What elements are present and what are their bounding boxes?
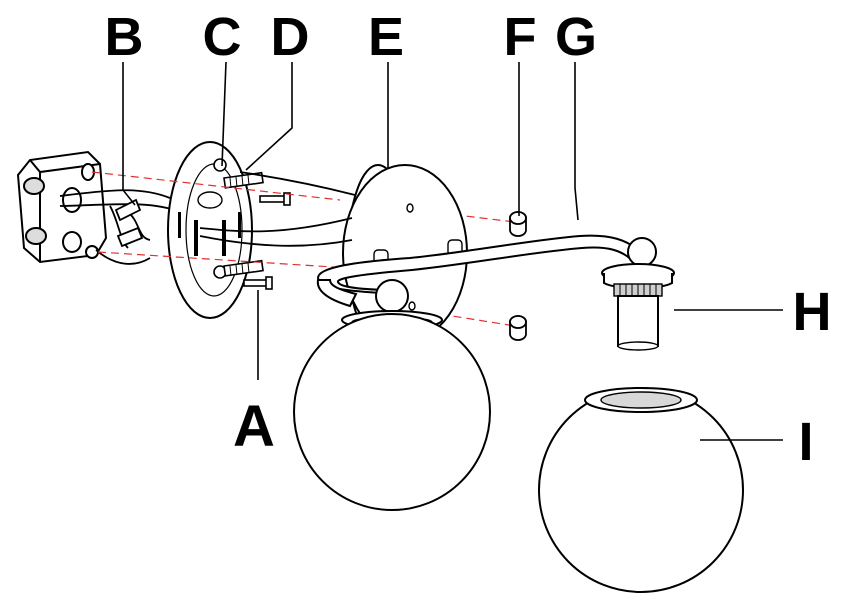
- label-i: I: [798, 412, 813, 472]
- fixture-wires: [199, 171, 356, 247]
- wire-nuts: [114, 198, 144, 248]
- decorative-caps: [509, 211, 527, 341]
- label-b: B: [105, 7, 144, 67]
- threaded-studs: [223, 171, 264, 277]
- right-globe: [538, 387, 744, 593]
- leader-lines: [122, 61, 783, 441]
- label-e: E: [368, 7, 404, 67]
- mounting-screws: [243, 192, 291, 290]
- label-h: H: [793, 282, 832, 342]
- socket-assembly: [601, 237, 675, 351]
- label-g: G: [555, 7, 597, 67]
- label-d: D: [271, 7, 310, 67]
- label-a: A: [233, 394, 275, 459]
- left-globe: [293, 313, 491, 511]
- label-c: C: [203, 7, 242, 67]
- mounting-bracket: [167, 141, 253, 319]
- junction-box: [16, 150, 108, 264]
- label-f: F: [504, 7, 537, 67]
